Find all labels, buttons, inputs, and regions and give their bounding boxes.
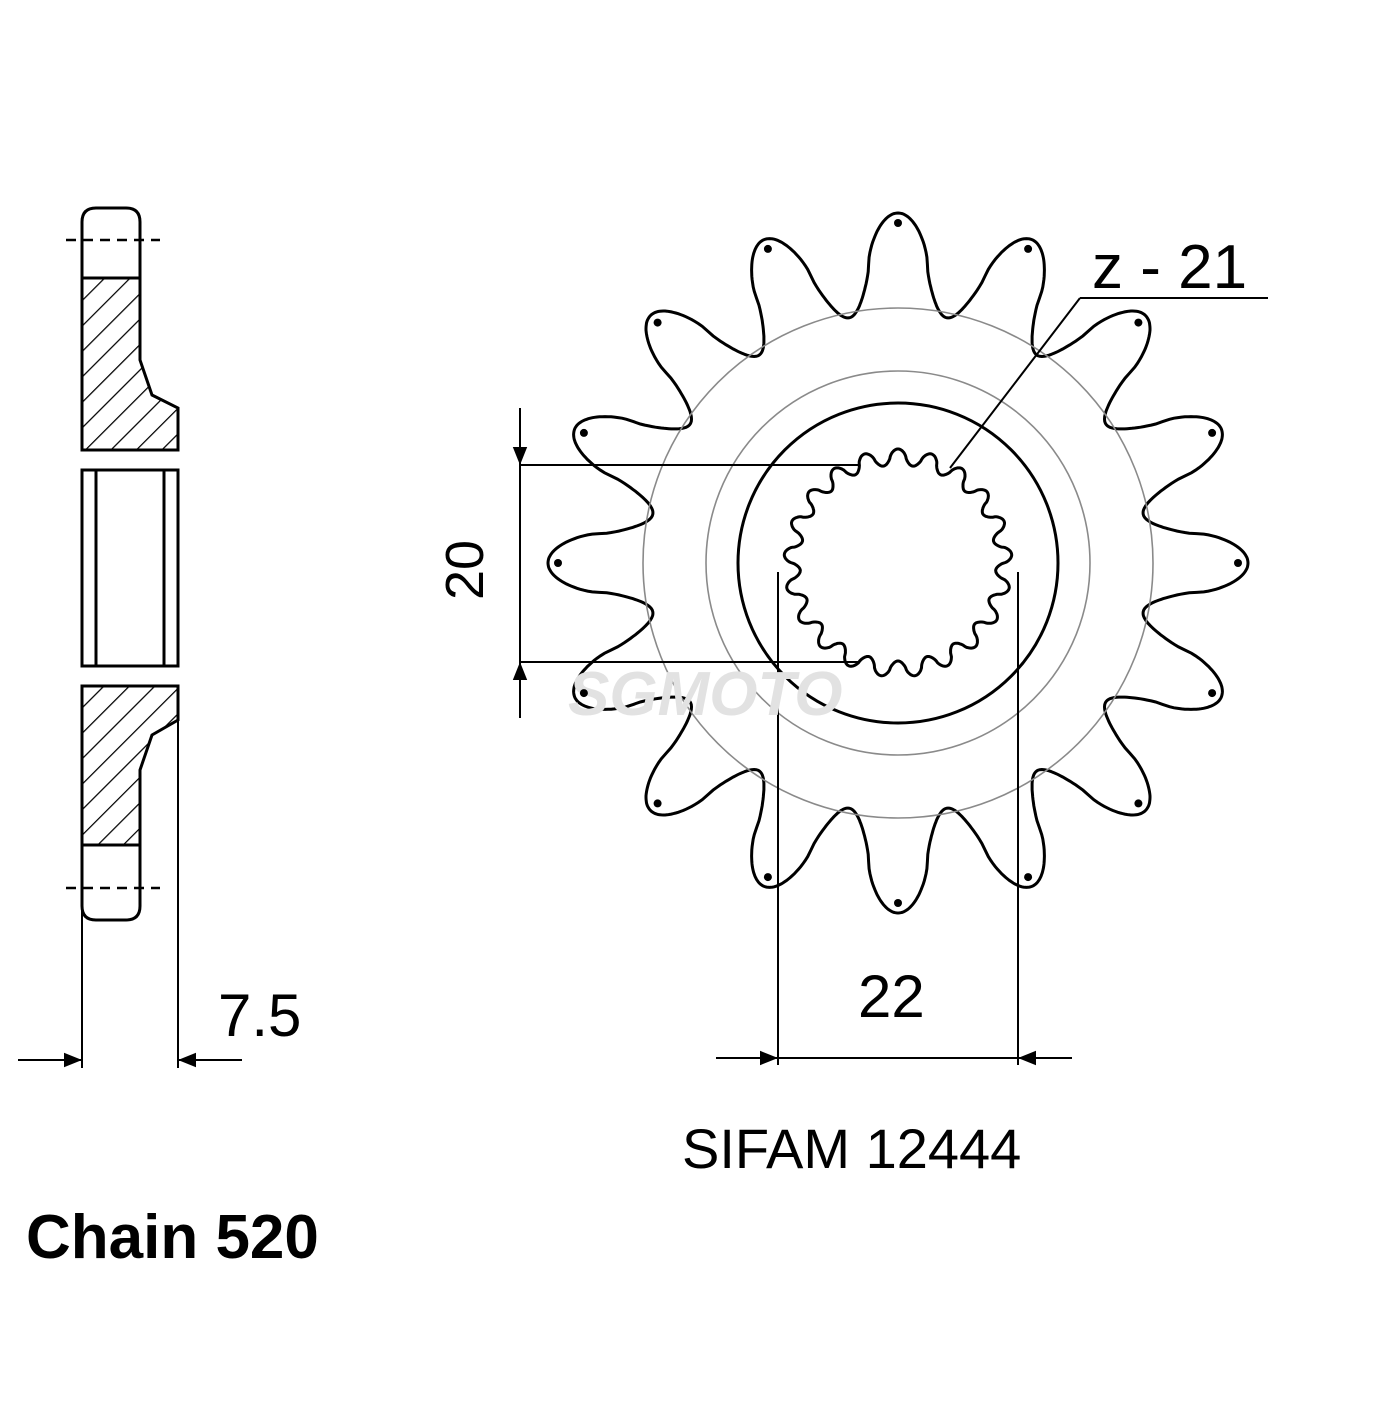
sprocket-tooth-tip [1134,318,1143,327]
sprocket-tooth-tip [1134,799,1143,808]
sprocket-tooth-tip [579,689,588,698]
hub-circle [736,401,1060,725]
side-section-view [66,206,180,1068]
sprocket-tooth-tip [763,873,772,882]
sprocket-tooth-tip [1234,559,1242,567]
upper-hatched-section [80,276,180,452]
pitch-circle-inner [705,370,1091,756]
spline-bore-outline [782,447,1014,678]
tooth-count-leader [949,297,1268,469]
spline-width-label: 22 [858,963,925,1030]
bore-height-label: 20 [435,540,495,600]
sprocket-tooth-tip [1024,244,1033,253]
part-number-label: SIFAM 12444 [682,1117,1021,1180]
sprocket-tooth-tip [653,799,662,808]
sprocket-tooth-tip [894,219,902,227]
sprocket-tooth-tip [579,428,588,437]
sprocket-tooth-tip [1024,873,1033,882]
front-view [546,211,1250,915]
thickness-label: 7.5 [218,982,301,1049]
watermark: SGMOTO [568,660,842,729]
bore-height-dimension [512,408,860,718]
sprocket-outline [546,211,1250,915]
sprocket-tooth-tip [894,899,902,907]
chain-size-label: Chain 520 [26,1203,319,1272]
sprocket-tooth-tip [554,559,562,567]
lower-hatched-section [80,684,180,847]
spline-width-dimension [716,572,1072,1066]
sprocket-tooth-tip [1208,689,1217,698]
sprocket-tooth-tip [653,318,662,327]
sprocket-tooth-tip [1208,428,1217,437]
pitch-circle-outer [642,307,1154,819]
sprocket-tooth-tip [763,244,772,253]
tooth-count-label: z - 21 [1092,233,1247,302]
